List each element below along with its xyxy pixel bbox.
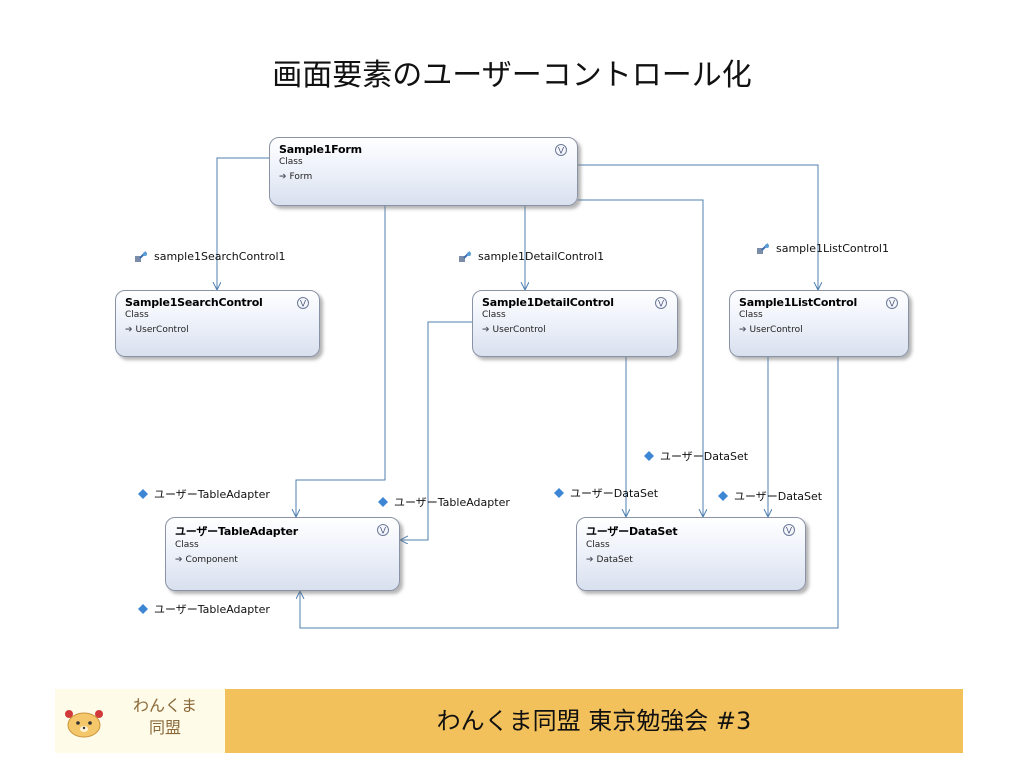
class-box-sample1searchcontrol[interactable]: Sample1SearchControl Class ➔UserControl … bbox=[115, 290, 320, 357]
class-kind: Class bbox=[125, 310, 149, 320]
assoc-text: sample1SearchControl1 bbox=[154, 250, 286, 263]
collapse-chevron-icon[interactable]: ⋁ bbox=[783, 524, 795, 536]
assoc-text: ユーザーTableAdapter bbox=[154, 488, 270, 501]
edge-form-list bbox=[578, 164, 818, 290]
logo-line1: わんくま bbox=[132, 696, 197, 715]
edge-detail-adapter bbox=[400, 321, 472, 540]
footer-title: わんくま同盟 東京勉強会 #3 bbox=[436, 707, 752, 735]
class-kind: Class bbox=[279, 157, 303, 167]
base-type: UserControl bbox=[492, 325, 546, 335]
edge-form-dataset bbox=[578, 199, 703, 517]
field-association-icon bbox=[757, 242, 769, 254]
class-base: ➔UserControl bbox=[739, 325, 908, 335]
assoc-text: sample1ListControl1 bbox=[776, 242, 889, 255]
property-diamond-icon bbox=[138, 489, 148, 499]
inheritance-arrow-icon: ➔ bbox=[175, 555, 183, 565]
property-diamond-icon bbox=[378, 497, 388, 507]
assoc-text: ユーザーDataSet bbox=[734, 490, 823, 503]
slide-title: 画面要素のユーザーコントロール化 bbox=[272, 58, 752, 93]
base-type: Component bbox=[185, 555, 238, 565]
logo-line2: 同盟 bbox=[148, 718, 181, 737]
edge-list-adapter bbox=[300, 357, 839, 629]
class-name: ユーザーDataSet bbox=[586, 525, 678, 538]
class-base: ➔Component bbox=[175, 555, 399, 565]
class-box-sample1form[interactable]: Sample1Form Class ➔Form ⋁ bbox=[269, 137, 578, 206]
class-kind: Class bbox=[586, 540, 610, 550]
class-base: ➔Form bbox=[279, 172, 577, 182]
class-box-sample1listcontrol[interactable]: Sample1ListControl Class ➔UserControl ⋁ bbox=[729, 290, 909, 357]
class-kind: Class bbox=[482, 310, 506, 320]
base-type: UserControl bbox=[749, 325, 803, 335]
assoc-label-form-dataset: ユーザーDataSet bbox=[644, 448, 748, 464]
assoc-label-detail-control: sample1DetailControl1 bbox=[458, 250, 604, 263]
field-association-icon bbox=[135, 250, 147, 262]
assoc-label-detail-adapter: ユーザーTableAdapter bbox=[378, 494, 510, 510]
inheritance-arrow-icon: ➔ bbox=[586, 555, 594, 565]
class-base: ➔UserControl bbox=[482, 325, 677, 335]
inheritance-arrow-icon: ➔ bbox=[279, 172, 287, 182]
class-base: ➔UserControl bbox=[125, 325, 319, 335]
field-association-icon bbox=[459, 250, 471, 262]
property-diamond-icon bbox=[138, 604, 148, 614]
class-name: ユーザーTableAdapter bbox=[175, 525, 299, 538]
assoc-text: ユーザーTableAdapter bbox=[154, 603, 270, 616]
assoc-text: sample1DetailControl1 bbox=[478, 250, 605, 263]
base-type: DataSet bbox=[596, 555, 633, 565]
class-box-sample1detailcontrol[interactable]: Sample1DetailControl Class ➔UserControl … bbox=[472, 290, 678, 357]
collapse-chevron-icon[interactable]: ⋁ bbox=[377, 524, 389, 536]
assoc-label-search-control: sample1SearchControl1 bbox=[134, 250, 286, 263]
assoc-label-detail-dataset: ユーザーDataSet bbox=[554, 485, 658, 501]
property-diamond-icon bbox=[554, 488, 564, 498]
inheritance-arrow-icon: ➔ bbox=[125, 325, 133, 335]
class-name: Sample1ListControl bbox=[739, 296, 858, 309]
footer-band: わんくま 同盟 わんくま同盟 東京勉強会 #3 bbox=[55, 689, 963, 753]
class-name: Sample1SearchControl bbox=[125, 296, 263, 309]
class-kind: Class bbox=[739, 310, 763, 320]
collapse-chevron-icon[interactable]: ⋁ bbox=[655, 297, 667, 309]
assoc-text: ユーザーDataSet bbox=[570, 487, 659, 500]
class-base: ➔DataSet bbox=[586, 555, 805, 565]
assoc-text: ユーザーTableAdapter bbox=[394, 496, 510, 509]
collapse-chevron-icon[interactable]: ⋁ bbox=[555, 144, 567, 156]
property-diamond-icon bbox=[644, 451, 654, 461]
assoc-label-list-dataset: ユーザーDataSet bbox=[718, 488, 822, 504]
class-name: Sample1Form bbox=[279, 143, 362, 156]
edge-form-adapter bbox=[296, 206, 386, 517]
assoc-label-form-adapter: ユーザーTableAdapter bbox=[138, 486, 270, 502]
edge-form-search bbox=[217, 157, 269, 290]
footer-logo: わんくま 同盟 bbox=[55, 689, 225, 753]
base-type: Form bbox=[289, 172, 313, 182]
assoc-label-list-control: sample1ListControl1 bbox=[756, 242, 889, 255]
collapse-chevron-icon[interactable]: ⋁ bbox=[886, 297, 898, 309]
bear-logo-icon bbox=[65, 710, 103, 738]
assoc-text: ユーザーDataSet bbox=[660, 450, 749, 463]
class-box-user-dataset[interactable]: ユーザーDataSet Class ➔DataSet ⋁ bbox=[576, 517, 806, 591]
base-type: UserControl bbox=[135, 325, 189, 335]
property-diamond-icon bbox=[718, 491, 728, 501]
collapse-chevron-icon[interactable]: ⋁ bbox=[297, 297, 309, 309]
class-name: Sample1DetailControl bbox=[482, 296, 614, 309]
class-box-user-tableadapter[interactable]: ユーザーTableAdapter Class ➔Component ⋁ bbox=[165, 517, 400, 591]
logo-text: わんくま 同盟 bbox=[115, 695, 215, 739]
assoc-label-list-adapter: ユーザーTableAdapter bbox=[138, 601, 270, 617]
inheritance-arrow-icon: ➔ bbox=[739, 325, 747, 335]
class-kind: Class bbox=[175, 540, 199, 550]
inheritance-arrow-icon: ➔ bbox=[482, 325, 490, 335]
